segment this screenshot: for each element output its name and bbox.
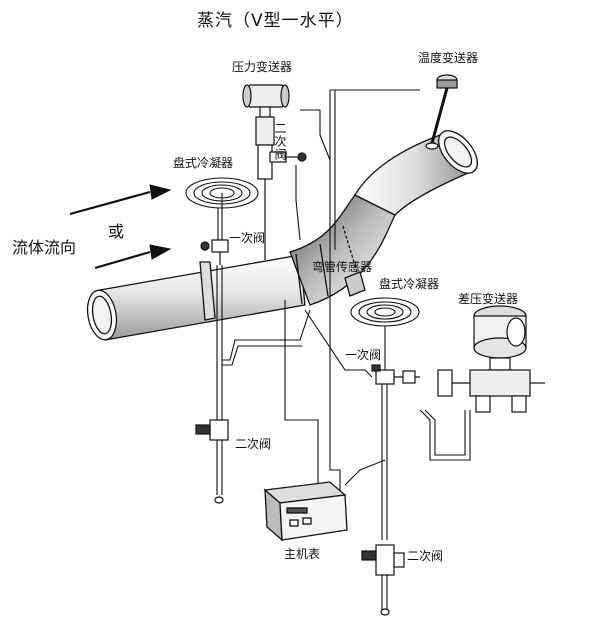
arrow-lower [94,250,151,270]
primary-valve-right [371,364,420,385]
label-dp-transmitter: 差压变送器 [458,292,519,306]
coil-condenser-left [185,177,259,245]
secondary-valve-top [269,151,307,163]
steam-pipe [86,130,478,341]
secondary-valve-bottom [361,544,405,616]
flow-arrows [69,184,172,270]
label-pressure-transmitter: 压力变送器 [232,60,293,74]
label-primary-valve-left: 一次阀 [229,231,266,245]
impulse-lines [216,89,471,610]
diagram-title: 蒸汽（V型一水平） [197,11,354,31]
arrow-upper [69,190,151,216]
arrow-lower-head [149,244,172,260]
label-host-meter: 主机表 [284,547,321,561]
secondary-valve-left [195,419,229,504]
pressure-transmitter [242,84,290,260]
arrow-upper-head [149,184,172,200]
label-secondary-valve-top: 二次阀 [273,122,287,161]
label-coil-condenser-right: 盘式冷凝器 [379,277,440,291]
label-secondary-valve-bottom: 二次阀 [407,549,444,563]
label-fluid-direction: 流体流向 [12,238,77,257]
dp-transmitter [437,305,545,413]
primary-valve-left [200,239,229,265]
label-secondary-valve-left: 二次阀 [235,437,272,451]
host-meter [263,481,348,542]
label-temperature-transmitter: 温度变送器 [418,51,479,65]
temperature-transmitter [425,74,458,150]
label-primary-valve-right: 一次阀 [345,348,382,362]
label-or: 或 [108,222,125,241]
label-elbow-sensor: 弯管传感器 [312,260,373,274]
coil-condenser-right [350,297,420,370]
label-coil-condenser-left: 盘式冷凝器 [173,156,234,170]
